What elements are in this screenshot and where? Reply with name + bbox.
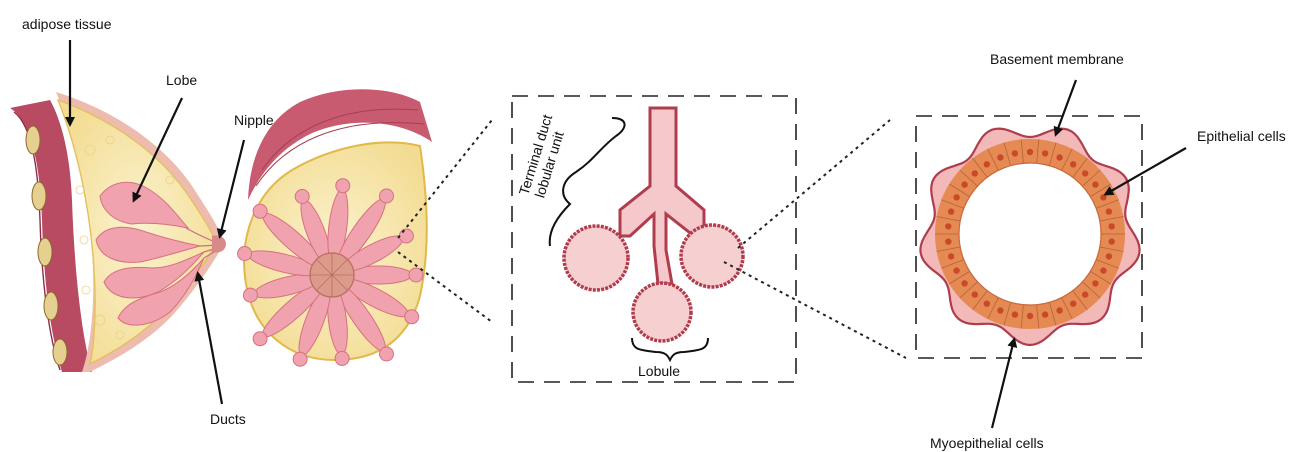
lobe-tip — [405, 310, 419, 324]
cell-nucleus — [953, 267, 959, 273]
basement-membrane-arrow — [1056, 80, 1076, 134]
cell-nucleus — [961, 181, 967, 187]
cell-nucleus — [1042, 311, 1048, 317]
cell-nucleus — [1027, 149, 1033, 155]
cell-nucleus — [1082, 291, 1088, 297]
cell-nucleus — [1092, 181, 1098, 187]
cell-nucleus — [1109, 223, 1115, 229]
lobe-tip — [295, 190, 309, 204]
myoepithelial-cells-arrow — [992, 340, 1014, 428]
lobe-tip — [253, 332, 267, 346]
lobe-tip — [335, 351, 349, 365]
zoom-line-top-2 — [738, 120, 890, 248]
lobe-tip — [336, 179, 350, 193]
nipple-label: Nipple — [234, 112, 274, 128]
cell-nucleus — [997, 307, 1003, 313]
ducts-label: Ducts — [210, 411, 246, 427]
lobe-tip — [380, 347, 394, 361]
lobe-tip — [243, 288, 257, 302]
cell-nucleus — [1042, 150, 1048, 156]
lobe-tip — [253, 204, 267, 218]
cell-nucleus — [961, 280, 967, 286]
cell-nucleus — [1056, 154, 1062, 160]
zoom-line-bottom-2 — [724, 262, 906, 358]
lumen — [959, 163, 1101, 305]
cell-nucleus — [972, 170, 978, 176]
cell-nucleus — [953, 194, 959, 200]
cell-nucleus — [945, 223, 951, 229]
cell-nucleus — [948, 253, 954, 259]
cell-nucleus — [1070, 161, 1076, 167]
lobe-tip — [238, 247, 252, 261]
cell-nucleus — [1109, 238, 1115, 244]
cell-nucleus — [1027, 313, 1033, 319]
lobe-label: Lobe — [166, 72, 197, 88]
ducts-arrow — [198, 274, 222, 404]
lobule-label: Lobule — [638, 363, 680, 379]
cell-nucleus — [972, 291, 978, 297]
cell-nucleus — [1106, 253, 1112, 259]
basement-membrane-label: Basement membrane — [990, 51, 1124, 67]
epithelial-cells-label: Epithelial cells — [1197, 128, 1286, 144]
cell-nucleus — [1012, 311, 1018, 317]
cell-nucleus — [984, 301, 990, 307]
lobule-brace — [632, 338, 708, 360]
acinus-cross-section — [916, 116, 1142, 358]
cell-nucleus — [1092, 280, 1098, 286]
lobe-tip — [399, 229, 413, 243]
cell-nucleus — [945, 238, 951, 244]
nipple — [212, 235, 226, 252]
cell-nucleus — [1100, 194, 1106, 200]
myoepithelial-cells-label: Myoepithelial cells — [930, 435, 1044, 451]
tdlu-panel: Terminal duct lobular unit Lobule — [512, 96, 796, 382]
cell-nucleus — [1070, 301, 1076, 307]
lobe-tip — [293, 352, 307, 366]
cell-nucleus — [948, 208, 954, 214]
cell-nucleus — [984, 161, 990, 167]
cell-nucleus — [1100, 267, 1106, 273]
cell-nucleus — [1056, 307, 1062, 313]
nipple-arrow — [220, 140, 244, 236]
breast-side-view — [10, 92, 226, 372]
cell-nucleus — [997, 154, 1003, 160]
cell-nucleus — [1106, 208, 1112, 214]
adipose-tissue-label: adipose tissue — [22, 16, 112, 32]
lobe-tip — [380, 189, 394, 203]
cell-nucleus — [1012, 150, 1018, 156]
cell-nucleus — [1082, 170, 1088, 176]
breast-front-view — [238, 89, 432, 366]
